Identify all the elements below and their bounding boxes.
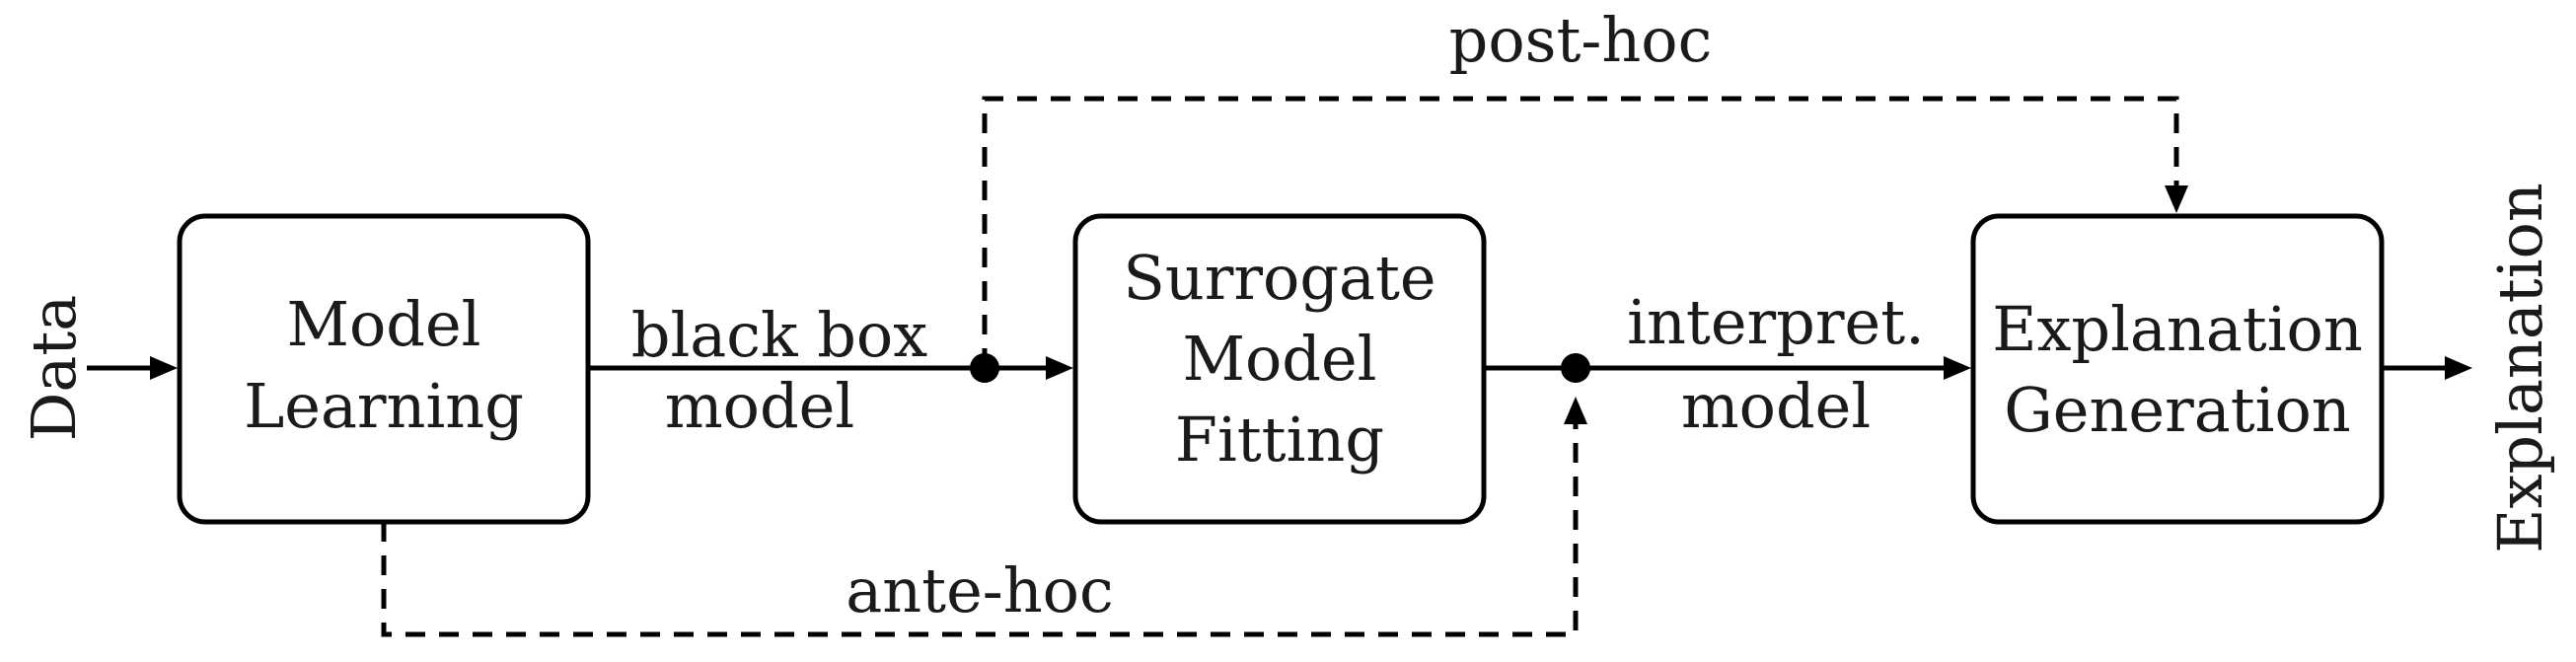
interpretable-model-label-line2: model [1681,370,1871,442]
ante-hoc-dashed-path [381,424,1579,637]
model-learning-label-line1: Model [286,288,480,360]
ante-hoc-arrowhead [1564,397,1587,424]
post-hoc-arrowhead [2165,185,2188,213]
black-box-model-arrowhead [1046,356,1073,380]
post-hoc-label: post-hoc [1449,4,1713,76]
interpretable-model-arrowhead [1944,356,1971,380]
interpretable-model-label-line1: interpret. [1627,286,1925,358]
surrogate-label-line3: Fitting [1175,404,1384,476]
ante-hoc-merge-point [1561,353,1590,383]
explanation-generation-label-line2: Generation [2004,374,2350,446]
model-learning-box [177,213,591,525]
explanation-generation-label-line1: Explanation [1992,293,2363,365]
surrogate-label-line1: Surrogate [1123,242,1435,314]
surrogate-label-line2: Model [1182,323,1376,395]
explanation-output-label: Explanation [2484,183,2556,553]
data-input-arrowhead [150,356,178,380]
black-box-model-label-line2: model [665,370,854,442]
explanation-generation-box [1970,213,2385,525]
model-learning-label-line2: Learning [244,370,524,442]
post-hoc-dashed-path [982,96,2179,368]
ante-hoc-label: ante-hoc [846,554,1113,626]
black-box-model-label-line1: black box [631,299,927,371]
data-input-label: Data [18,295,90,442]
explanation-output-arrowhead [2445,356,2472,380]
